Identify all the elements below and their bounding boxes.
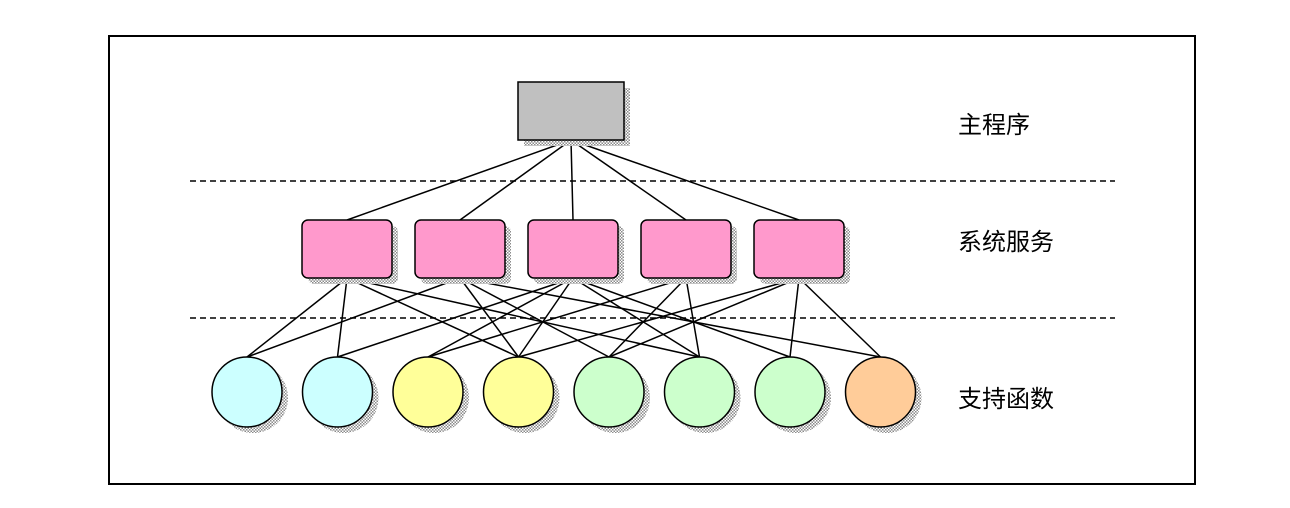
link-service-2-to-support-5 [459,277,610,358]
support-circle-1 [211,356,283,428]
service-box-4 [640,219,732,279]
service-node-1 [301,219,398,284]
service-box-3 [527,219,619,279]
service-node-4 [640,219,737,284]
link-service-3-to-support-7 [572,277,791,358]
link-main-to-service-5 [570,139,800,221]
support-circle-4 [482,356,555,428]
support-node-8 [844,356,922,433]
link-service-2-to-support-4 [459,277,520,358]
link-main-to-service-1 [346,139,572,221]
system-services-row [301,219,850,284]
service-node-3 [527,219,624,284]
link-main-to-service-2 [459,139,572,221]
link-service-4-to-support-3 [427,277,687,358]
service-box-1 [301,219,393,279]
link-service-3-to-support-4 [517,277,574,358]
service-box-5 [753,219,845,279]
link-service-3-to-support-3 [427,277,574,358]
support-node-1 [211,356,288,433]
link-main-to-service-4 [570,139,687,221]
service-node-2 [414,219,511,284]
support-functions-row [211,356,922,433]
support-node-3 [392,356,469,433]
support-circle-6 [663,356,736,428]
link-service-5-to-support-4 [518,277,800,358]
support-node-2 [301,356,379,433]
support-circle-3 [392,356,464,428]
link-service-2-to-support-8 [459,277,881,358]
link-service-1-to-support-2 [336,277,348,358]
support-node-6 [663,356,741,433]
link-service-4-to-support-6 [685,277,701,358]
main-program-box [517,81,625,141]
link-service-1-to-support-1 [246,277,348,358]
link-service-3-to-support-2 [337,277,574,358]
link-service-3-to-support-6 [572,277,700,358]
main-program-node [517,81,630,146]
service-box-2 [414,219,506,279]
link-service-1-to-support-4 [346,277,519,358]
link-service-5-to-support-8 [798,277,882,358]
label-support-functions: 支持函数 [958,385,1054,413]
label-main-program: 主程序 [958,111,1030,139]
support-node-5 [573,356,650,433]
support-circle-8 [844,356,917,428]
diagram-frame [108,35,1196,485]
link-service-2-to-support-1 [246,277,461,358]
service-node-5 [753,219,850,284]
support-circle-7 [754,356,826,428]
support-node-7 [754,356,831,433]
support-node-4 [482,356,560,433]
link-service-5-to-support-5 [608,277,800,358]
connection-lines [246,139,882,358]
link-main-to-service-3 [570,139,574,221]
support-circle-5 [573,356,645,428]
support-circle-2 [301,356,374,428]
link-service-5-to-support-7 [789,277,800,358]
label-system-services: 系统服务 [958,228,1054,256]
link-service-4-to-support-5 [608,277,687,358]
